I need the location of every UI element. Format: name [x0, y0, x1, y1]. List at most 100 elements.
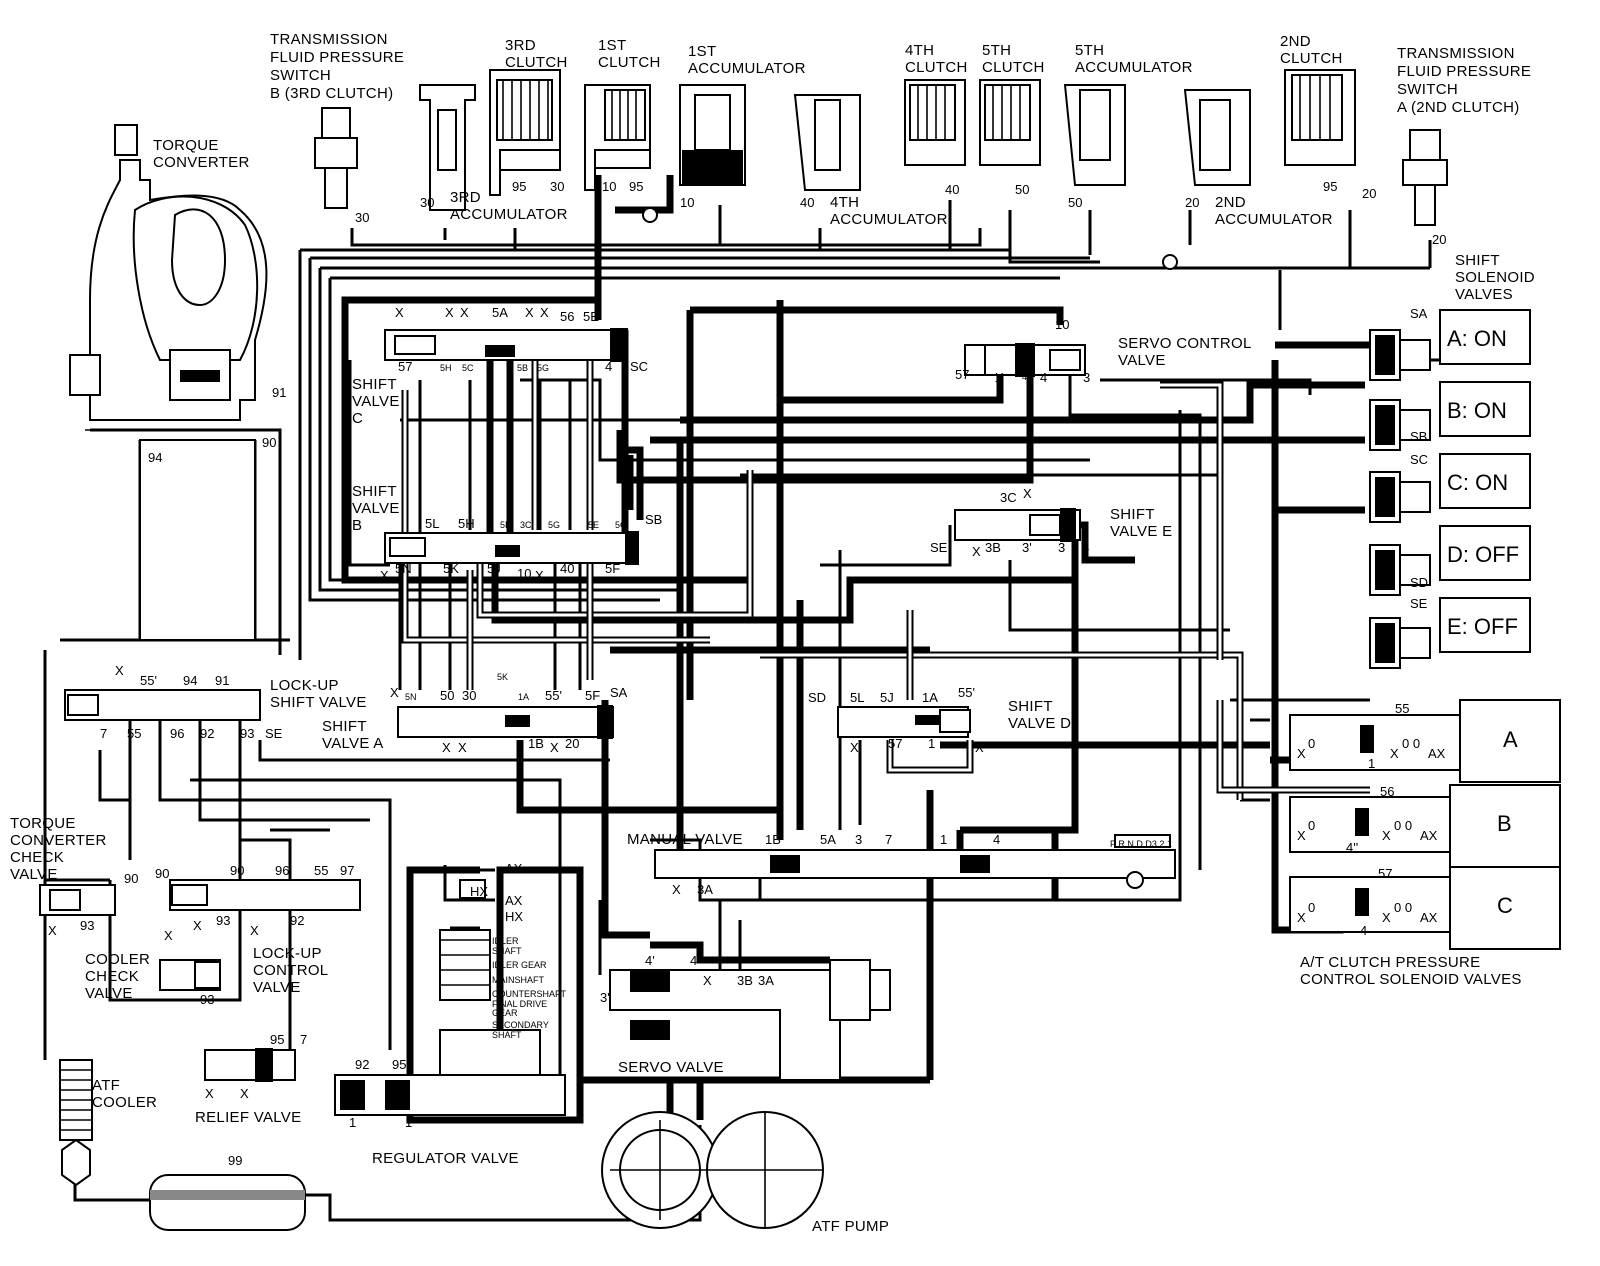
svg-text:SC: SC: [1410, 452, 1428, 467]
svg-text:AX: AX: [1420, 910, 1438, 925]
svg-text:SHAFT: SHAFT: [492, 946, 522, 956]
svg-text:5B: 5B: [500, 520, 511, 530]
svg-text:X: X: [1390, 746, 1399, 761]
svg-text:20: 20: [1362, 186, 1376, 201]
svg-text:3': 3': [600, 990, 610, 1005]
svg-text:0 0: 0 0: [1394, 818, 1412, 833]
svg-text:SC: SC: [630, 359, 648, 374]
svg-text:4': 4': [1022, 372, 1029, 382]
svg-text:7: 7: [100, 726, 107, 741]
svg-text:56: 56: [1380, 784, 1394, 799]
svg-text:1: 1: [1368, 756, 1375, 771]
svg-text:X: X: [380, 568, 389, 583]
pump-cooler: [59, 1059, 824, 1231]
svg-text:90: 90: [155, 866, 169, 881]
svg-text:4: 4: [993, 832, 1000, 847]
svg-text:5F: 5F: [605, 561, 620, 576]
svg-text:X: X: [445, 305, 454, 320]
svg-text:1B: 1B: [765, 832, 781, 847]
svg-text:7: 7: [885, 832, 892, 847]
svg-text:0: 0: [1308, 818, 1315, 833]
svg-text:X: X: [48, 923, 57, 938]
svg-text:95: 95: [512, 179, 526, 194]
svg-text:20: 20: [1185, 195, 1199, 210]
svg-text:4': 4': [645, 953, 655, 968]
svg-text:X: X: [525, 305, 534, 320]
svg-text:57: 57: [955, 367, 969, 382]
svg-text:96: 96: [170, 726, 184, 741]
svg-text:AX: AX: [505, 861, 523, 876]
solenoid-b-state: B: ON: [1447, 398, 1507, 423]
svg-text:1: 1: [1383, 505, 1390, 520]
svg-text:40: 40: [945, 182, 959, 197]
svg-text:3C: 3C: [520, 520, 532, 530]
svg-text:94: 94: [148, 450, 162, 465]
svg-text:4: 4: [1360, 923, 1367, 938]
svg-text:X: X: [535, 568, 544, 583]
svg-text:0 0: 0 0: [1402, 736, 1420, 751]
svg-text:99: 99: [228, 1153, 242, 1168]
svg-text:GEAR: GEAR: [492, 1008, 518, 1018]
svg-text:X: X: [164, 928, 173, 943]
svg-text:SE: SE: [265, 726, 283, 741]
solenoid-state-labels: A: ON B: ON C: ON D: OFF E: OFF SA SB SC…: [1378, 306, 1519, 918]
svg-text:3A: 3A: [697, 882, 713, 897]
svg-text:90: 90: [230, 863, 244, 878]
svg-text:0: 0: [1308, 736, 1315, 751]
svg-text:X: X: [972, 544, 981, 559]
svg-text:50: 50: [1068, 195, 1082, 210]
svg-text:5E: 5E: [588, 520, 599, 530]
svg-text:5H: 5H: [440, 363, 452, 373]
svg-text:SECONDARY: SECONDARY: [492, 1020, 549, 1030]
svg-text:SD: SD: [808, 690, 826, 705]
svg-text:X: X: [1023, 486, 1032, 501]
svg-text:5K: 5K: [443, 561, 459, 576]
svg-text:3C: 3C: [1000, 490, 1017, 505]
svg-text:SB: SB: [1410, 429, 1427, 444]
svg-text:96: 96: [275, 863, 289, 878]
svg-text:1: 1: [1383, 353, 1390, 368]
svg-text:5G: 5G: [548, 520, 560, 530]
svg-text:55: 55: [314, 863, 328, 878]
svg-text:X: X: [703, 973, 712, 988]
pcsv-c-name: C: [1497, 893, 1513, 918]
svg-text:95: 95: [392, 1057, 406, 1072]
svg-text:55: 55: [1395, 701, 1409, 716]
svg-text:4: 4: [605, 359, 612, 374]
svg-text:50: 50: [440, 688, 454, 703]
svg-text:55: 55: [127, 726, 141, 741]
svg-text:50: 50: [1015, 182, 1029, 197]
svg-text:1A: 1A: [922, 690, 938, 705]
svg-text:93: 93: [200, 992, 214, 1007]
svg-text:95: 95: [270, 1032, 284, 1047]
svg-text:SB: SB: [645, 512, 662, 527]
svg-text:X: X: [205, 1086, 214, 1101]
svg-text:SE: SE: [930, 540, 948, 555]
svg-text:93: 93: [216, 913, 230, 928]
svg-text:57: 57: [398, 359, 412, 374]
svg-text:X: X: [460, 305, 469, 320]
svg-text:3B: 3B: [737, 973, 753, 988]
svg-text:FINAL DRIVE: FINAL DRIVE: [492, 999, 547, 1009]
svg-text:5B: 5B: [517, 363, 528, 373]
svg-text:94: 94: [183, 673, 197, 688]
svg-text:56: 56: [560, 309, 574, 324]
manual-positions-label: P R N D D3 2 1: [1110, 839, 1172, 849]
svg-text:MAINSHAFT: MAINSHAFT: [492, 975, 545, 985]
svg-text:5C: 5C: [462, 363, 474, 373]
svg-text:40: 40: [560, 561, 574, 576]
svg-text:SE: SE: [1410, 596, 1428, 611]
